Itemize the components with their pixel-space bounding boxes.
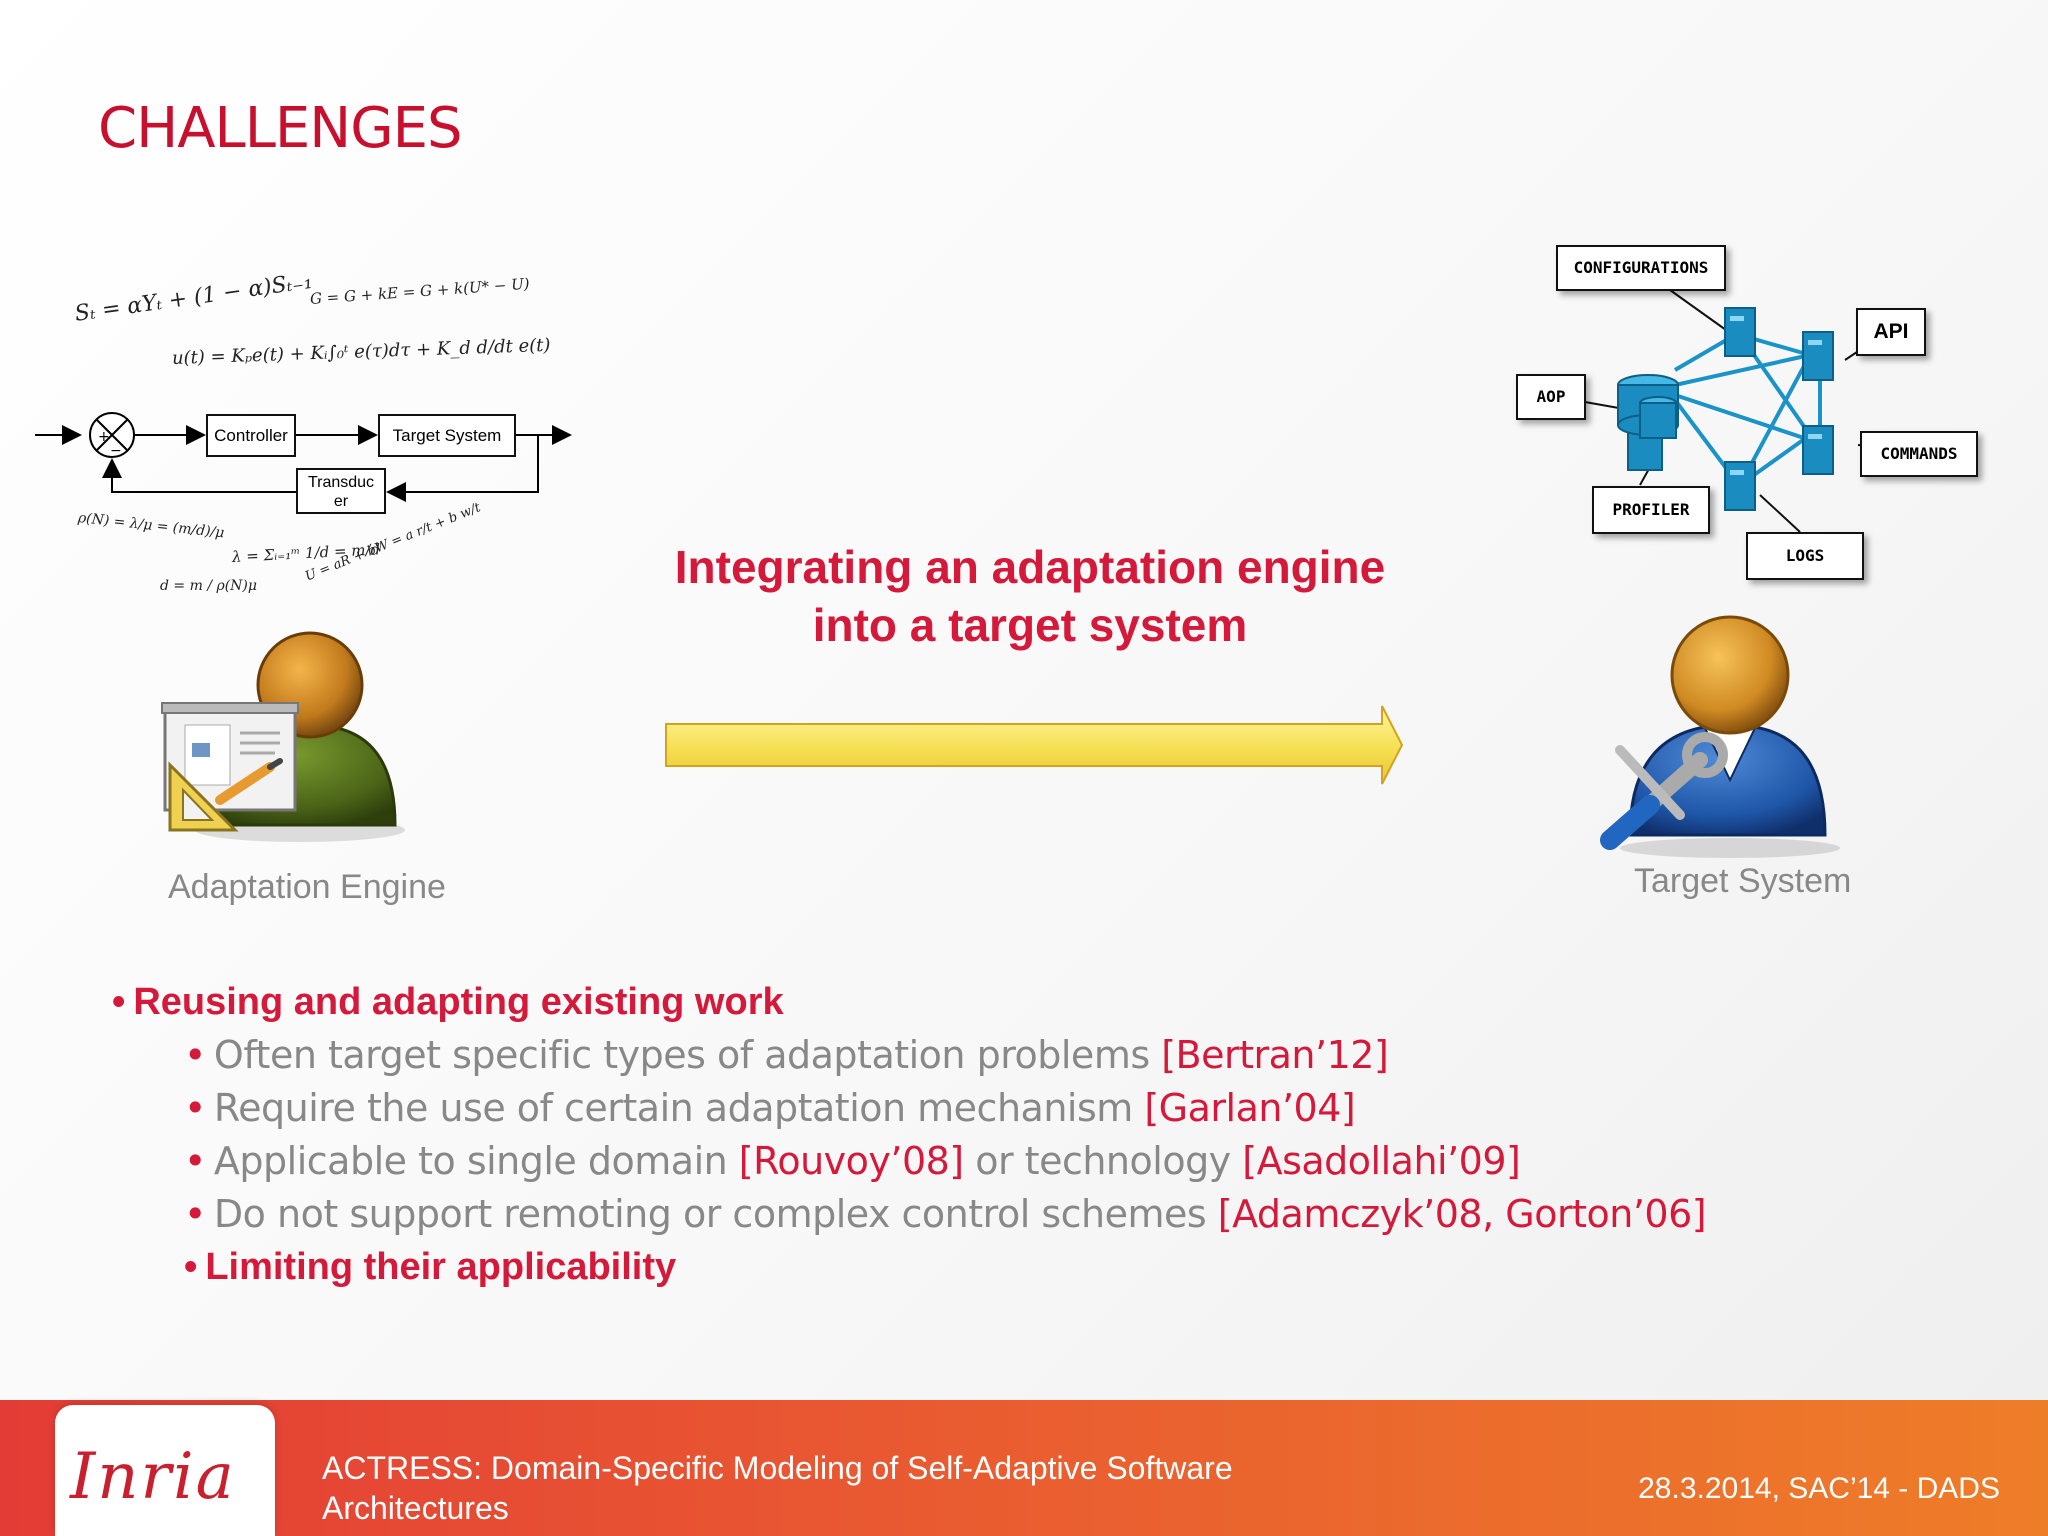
aop-box: AOP [1516, 374, 1586, 420]
logs-box: LOGS [1746, 532, 1864, 580]
controller-block: Controller [206, 414, 296, 457]
target-system-person-icon [1600, 615, 1840, 858]
bullet-sub-text: or technology [963, 1139, 1243, 1183]
bullet-sub-text: Do not support remoting or complex contr… [213, 1192, 1218, 1236]
sum-minus-sign: − [110, 443, 122, 459]
adaptation-engine-person-icon [161, 631, 405, 842]
inria-logo [55, 1405, 275, 1536]
target-system-label: Target System [1634, 862, 1852, 900]
server-icon [1724, 307, 1756, 357]
footer-talk-title-line1: ACTRESS: Domain-Specific Modeling of Sel… [322, 1450, 1233, 1486]
bullet-dot: • [184, 1086, 206, 1130]
adaptation-engine-label: Adaptation Engine [168, 868, 446, 906]
bullet-sub-text: Applicable to single domain [213, 1139, 739, 1183]
citation: [Asadollahi’09] [1242, 1139, 1521, 1183]
citation: [Rouvoy’08] [738, 1139, 964, 1183]
footer-date-venue: 28.3.2014, SAC’14 - DADS [1638, 1472, 2000, 1505]
citation: [Bertran’12] [1161, 1033, 1389, 1077]
api-box: API [1856, 308, 1926, 356]
bullet-sub: •Applicable to single domain [Rouvoy’08]… [112, 1135, 1962, 1188]
bullet-sub: •Limiting their applicability [112, 1241, 1962, 1294]
integration-heading-line2: into a target system [812, 599, 1248, 651]
bullet-main-text: Reusing and adapting existing work [133, 981, 784, 1023]
bullet-sub: •Often target specific types of adaptati… [112, 1029, 1962, 1082]
slide-title: CHALLENGES [98, 96, 463, 161]
equation-rho: ρ(N) = λ/μ = (m/d)/μ [77, 510, 226, 542]
equation-d: d = m / ρ(N)μ [160, 578, 257, 594]
bullet-dot: • [184, 1192, 206, 1236]
bullet-list: •Reusing and adapting existing work •Oft… [112, 975, 1962, 1294]
integration-heading-line1: Integrating an adaptation engine [674, 541, 1386, 593]
inria-logo-text: Inria [70, 1440, 236, 1514]
equation-smoothing: Sₜ = αYₜ + (1 − α)Sₜ₋₁ [73, 268, 314, 327]
sum-plus-sign: + [98, 429, 110, 445]
bullet-main: •Reusing and adapting existing work [112, 975, 1962, 1029]
bullet-dot: • [184, 1139, 206, 1183]
footer-talk-title-line2: Architectures [322, 1490, 509, 1526]
server-icon [1802, 331, 1834, 381]
right-arrow-icon [665, 705, 1404, 785]
bullet-dot: • [184, 1033, 206, 1077]
bullet-sub: •Do not support remoting or complex cont… [112, 1188, 1962, 1241]
bullet-sub-text: Require the use of certain adaptation me… [213, 1086, 1145, 1130]
citation: [Garlan’04] [1144, 1086, 1356, 1130]
integration-heading: Integrating an adaptation engine into a … [600, 538, 1460, 654]
database-icon [1617, 374, 1679, 471]
server-icon [1802, 425, 1834, 475]
bullet-sub-text: Often target specific types of adaptatio… [213, 1033, 1162, 1077]
footer-talk-title: ACTRESS: Domain-Specific Modeling of Sel… [322, 1448, 1372, 1528]
bullet-dot: • [184, 1246, 198, 1288]
system-network-diagram [1584, 289, 1896, 533]
commands-box: COMMANDS [1860, 431, 1978, 477]
bullet-sub: •Require the use of certain adaptation m… [112, 1082, 1962, 1135]
server-icon [1724, 461, 1756, 511]
profiler-box: PROFILER [1592, 486, 1710, 534]
bullet-dot: • [112, 981, 126, 1023]
bullet-sub-text: Limiting their applicability [205, 1246, 677, 1288]
control-loop-diagram: + − [35, 412, 572, 502]
equation-gain: G = G + kE = G + k(U* − U) [309, 274, 531, 308]
transducer-block: Transduc er [296, 468, 386, 514]
citation: [Adamczyk’08, Gorton’06] [1217, 1192, 1707, 1236]
target-system-block: Target System [378, 414, 516, 457]
transducer-label-line1: Transduc [307, 474, 375, 491]
equation-pid: u(t) = Kₚe(t) + Kᵢ∫₀ᵗ e(τ)dτ + K_d d/dt … [171, 334, 551, 369]
configurations-box: CONFIGURATIONS [1556, 245, 1726, 291]
footer-bar [0, 1400, 2048, 1536]
transducer-label-line2: er [333, 493, 349, 510]
